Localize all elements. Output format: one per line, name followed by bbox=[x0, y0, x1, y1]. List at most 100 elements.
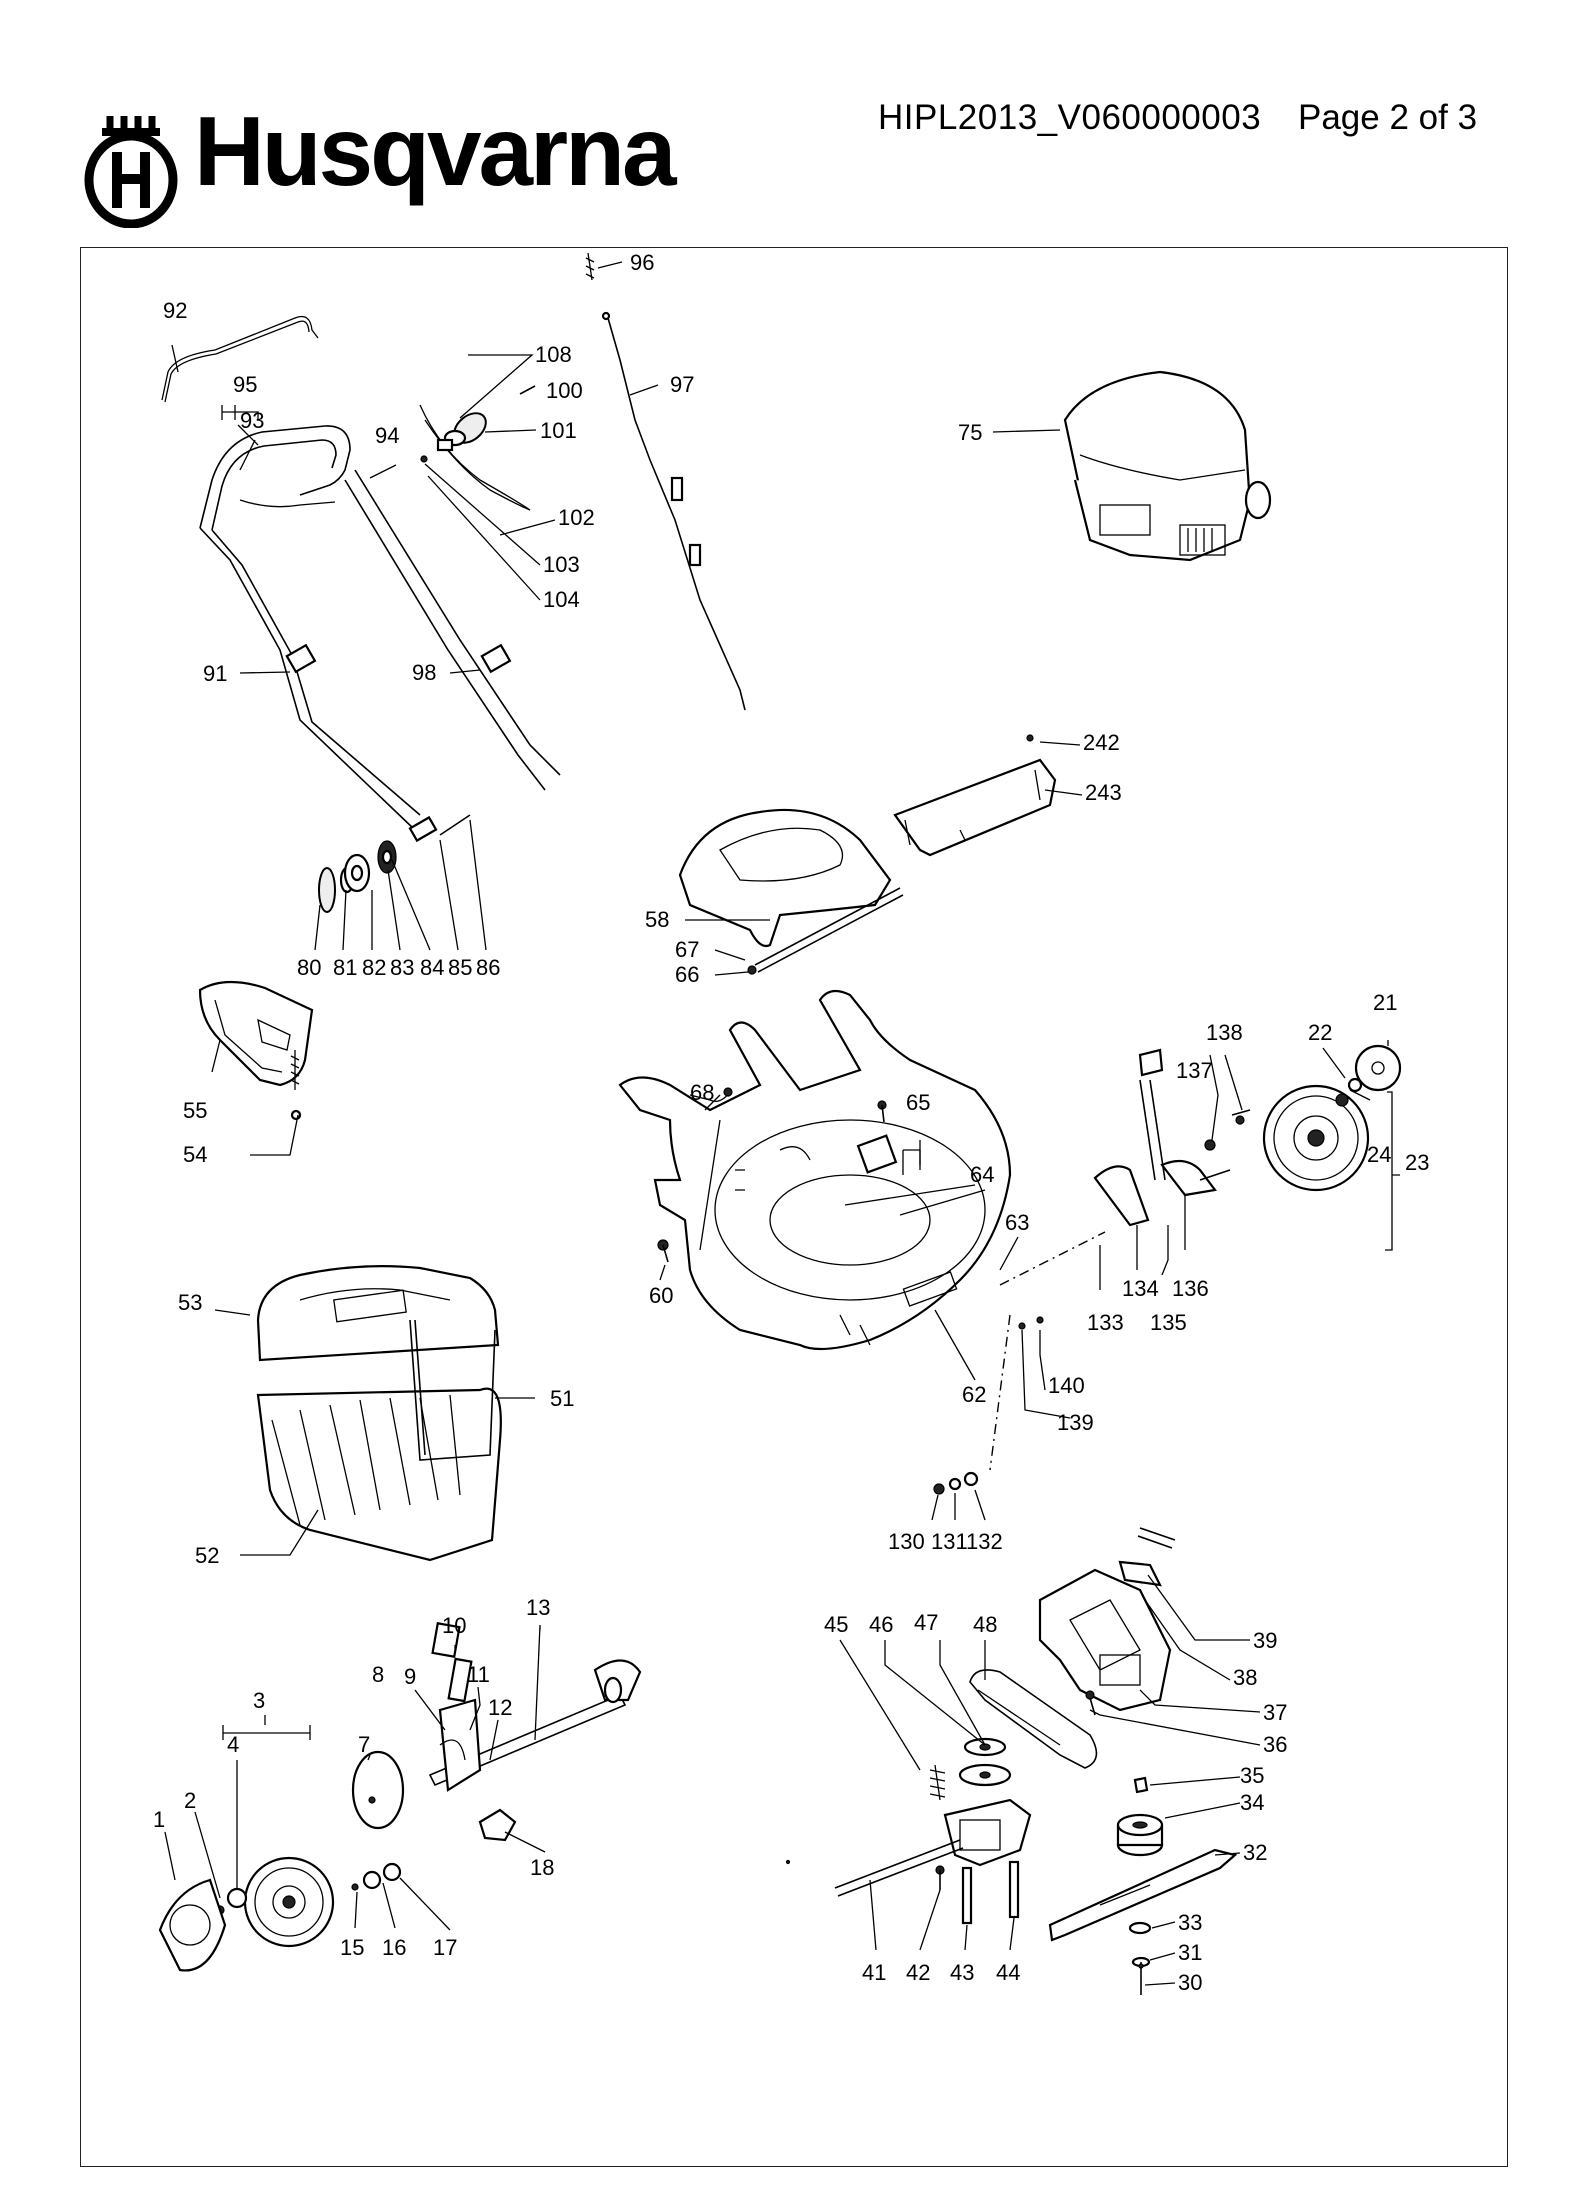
deck-fasteners bbox=[657, 1087, 1044, 1495]
part-label: 104 bbox=[543, 587, 580, 612]
part-label: 67 bbox=[675, 937, 699, 962]
handle-assembly bbox=[161, 315, 561, 913]
part-label: 75 bbox=[958, 420, 982, 445]
part-label: 65 bbox=[906, 1090, 930, 1115]
part-label: 15 bbox=[340, 1935, 364, 1960]
part-label: 21 bbox=[1373, 990, 1397, 1015]
part-label: 133 bbox=[1087, 1310, 1124, 1335]
part-label: 130 bbox=[888, 1529, 925, 1554]
part-label: 33 bbox=[1178, 1910, 1202, 1935]
part-label: 43 bbox=[950, 1960, 974, 1985]
part-label: 132 bbox=[966, 1529, 1003, 1554]
part-label: 18 bbox=[530, 1855, 554, 1880]
mower-deck bbox=[618, 989, 1106, 1471]
part-label: 44 bbox=[996, 1960, 1020, 1985]
part-label: 86 bbox=[476, 955, 500, 980]
part-93-drawing bbox=[199, 425, 351, 529]
diagram-frame bbox=[80, 247, 1508, 2167]
part-label: 7 bbox=[358, 1732, 370, 1757]
part-label: 100 bbox=[546, 378, 583, 403]
part-label: 23 bbox=[1405, 1150, 1429, 1175]
part-label: 4 bbox=[227, 1732, 239, 1757]
part-label: 60 bbox=[649, 1283, 673, 1308]
part-label: 11 bbox=[467, 1662, 490, 1687]
part-label: 47 bbox=[914, 1610, 938, 1635]
part-label: 62 bbox=[962, 1382, 986, 1407]
part-label: 103 bbox=[543, 552, 580, 577]
part-label: 53 bbox=[178, 1290, 202, 1315]
rear-wheel-right bbox=[1093, 1044, 1402, 1227]
part-label: 35 bbox=[1240, 1763, 1264, 1788]
part-label: 96 bbox=[630, 250, 654, 275]
part-label: 102 bbox=[558, 505, 595, 530]
part-label: 138 bbox=[1206, 1020, 1243, 1045]
part-label: 134 bbox=[1122, 1276, 1159, 1301]
part-label: 94 bbox=[375, 423, 399, 448]
part-label: 17 bbox=[433, 1935, 457, 1960]
part-label: 51 bbox=[550, 1386, 574, 1411]
drive-cable bbox=[585, 252, 746, 711]
part-label: 54 bbox=[183, 1142, 207, 1167]
part-label: 63 bbox=[1005, 1210, 1029, 1235]
part-label: 135 bbox=[1150, 1310, 1187, 1335]
document-id: HIPL2013_V060000003 bbox=[878, 98, 1262, 137]
part-label: 12 bbox=[488, 1695, 512, 1720]
part-label: 140 bbox=[1048, 1373, 1085, 1398]
part-label: 92 bbox=[163, 298, 187, 323]
part-label: 66 bbox=[675, 962, 699, 987]
rear-axle-and-wheel bbox=[158, 1622, 642, 1972]
rear-flap-and-cover bbox=[678, 734, 1057, 975]
part-label: 13 bbox=[526, 1595, 550, 1620]
part-label: 37 bbox=[1263, 1700, 1287, 1725]
part-number-labels: 96 92 108 100 97 95 93 101 94 75 102 103… bbox=[153, 250, 1429, 1995]
part-label: 52 bbox=[195, 1543, 219, 1568]
page-number: Page 2 of 3 bbox=[1298, 98, 1478, 137]
part-label: 46 bbox=[869, 1612, 893, 1637]
grass-catcher bbox=[256, 1265, 502, 1562]
part-label: 108 bbox=[535, 342, 572, 367]
part-label: 83 bbox=[390, 955, 414, 980]
part-label: 45 bbox=[824, 1612, 848, 1637]
crown-emblem-icon bbox=[84, 116, 178, 229]
part-label: 34 bbox=[1240, 1790, 1264, 1815]
part-label: 22 bbox=[1308, 1020, 1332, 1045]
part-label: 81 bbox=[333, 955, 357, 980]
part-label: 93 bbox=[240, 408, 264, 433]
part-label: 10 bbox=[442, 1613, 466, 1638]
leader-lines bbox=[164, 261, 1400, 1986]
part-label: 36 bbox=[1263, 1732, 1287, 1757]
part-label: 68 bbox=[690, 1080, 714, 1105]
part-label: 80 bbox=[297, 955, 321, 980]
handle-knobs bbox=[318, 814, 471, 913]
part-label: 55 bbox=[183, 1098, 207, 1123]
part-label: 3 bbox=[253, 1688, 265, 1713]
part-label: 64 bbox=[970, 1162, 994, 1187]
drive-and-blade bbox=[785, 1527, 1238, 1995]
part-label: 242 bbox=[1083, 730, 1120, 755]
part-label: 243 bbox=[1085, 780, 1122, 805]
part-label: 101 bbox=[540, 418, 577, 443]
part-label: 31 bbox=[1178, 1940, 1202, 1965]
part-label: 97 bbox=[670, 372, 694, 397]
brand-name: Husqvarna bbox=[194, 96, 677, 206]
part-label: 85 bbox=[448, 955, 472, 980]
part-92-drawing bbox=[161, 315, 319, 401]
part-label: 98 bbox=[412, 660, 436, 685]
part-label: 42 bbox=[906, 1960, 930, 1985]
part-label: 30 bbox=[1178, 1970, 1202, 1995]
part-label: 136 bbox=[1172, 1276, 1209, 1301]
part-label: 39 bbox=[1253, 1628, 1277, 1653]
part-label: 2 bbox=[184, 1788, 196, 1813]
part-label: 38 bbox=[1233, 1665, 1257, 1690]
part-label: 131 bbox=[931, 1529, 968, 1554]
engine bbox=[1063, 370, 1272, 562]
part-label: 84 bbox=[420, 955, 444, 980]
part-label: 91 bbox=[203, 661, 227, 686]
part-label: 16 bbox=[382, 1935, 406, 1960]
part-label: 9 bbox=[404, 1664, 416, 1689]
part-label: 95 bbox=[233, 372, 257, 397]
part-label: 1 bbox=[153, 1807, 165, 1832]
part-label: 137 bbox=[1176, 1058, 1213, 1083]
part-label: 24 bbox=[1367, 1142, 1391, 1167]
